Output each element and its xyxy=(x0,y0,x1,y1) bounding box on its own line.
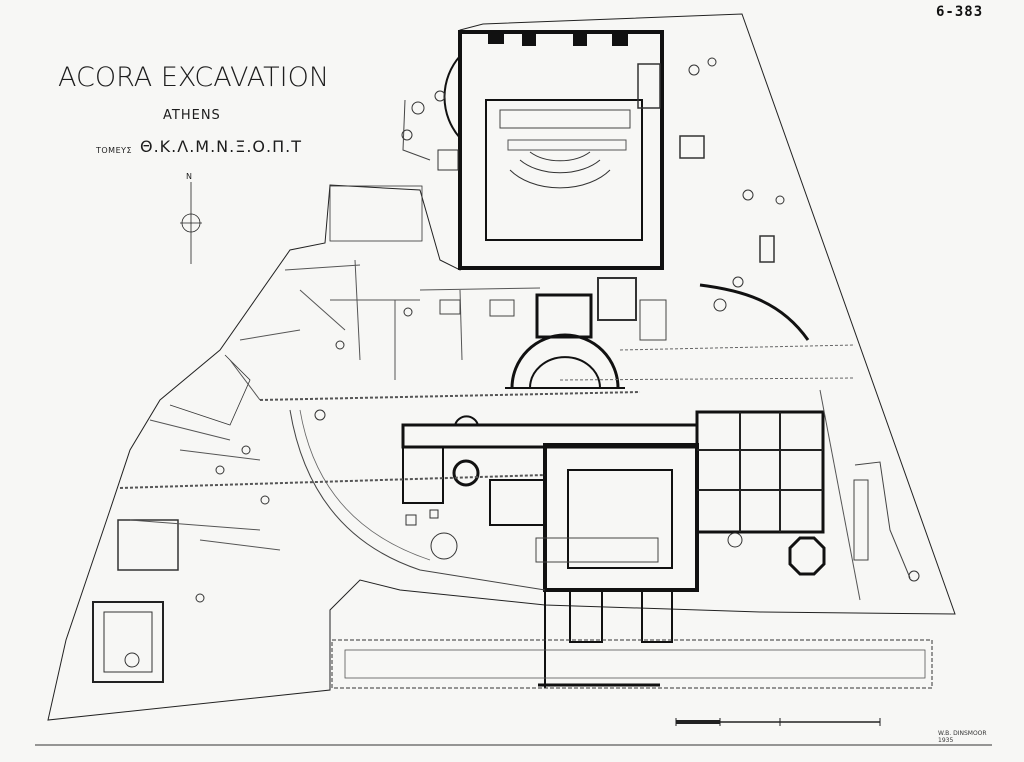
sector-letters: Θ.Κ.Λ.Μ.Ν.Ξ.Ο.Π.Τ xyxy=(140,137,302,156)
drawing-title: ACORA EXCAVATION xyxy=(58,62,330,93)
plot-rectangle xyxy=(329,185,423,242)
east-features xyxy=(559,57,920,601)
west-boundary-inner xyxy=(169,354,251,426)
signature-date: 1935 xyxy=(938,737,954,744)
north-arrow-icon xyxy=(180,182,202,264)
site-boundary xyxy=(47,13,956,721)
sector-label: ΤΟΜΕΥΣ xyxy=(96,146,133,155)
draftsman-signature: W.B. DINSMOOR 1935 xyxy=(938,730,987,744)
south-palace-complex xyxy=(401,410,826,688)
west-structures xyxy=(92,391,641,683)
long-stoa xyxy=(331,639,933,689)
north-label: N xyxy=(186,172,192,181)
northwest-annex xyxy=(401,90,459,171)
scale-bar-icon xyxy=(675,718,881,726)
drawing-subtitle: ATHENS xyxy=(163,108,221,123)
sheet-number: 6-383 xyxy=(936,4,984,20)
foundation-walls xyxy=(129,259,667,603)
central-exedra xyxy=(505,277,637,389)
signature-name: W.B. DINSMOOR xyxy=(938,730,987,737)
odeion-complex xyxy=(443,30,664,270)
